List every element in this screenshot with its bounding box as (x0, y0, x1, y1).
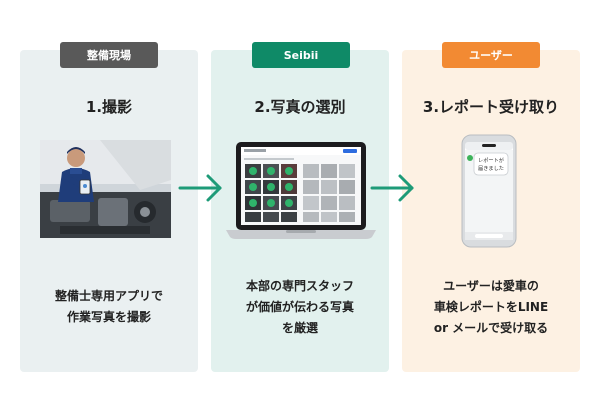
step-1-desc-line: 作業写真を撮影 (66, 310, 151, 324)
step-1-description: 整備士専用アプリで 作業写真を撮影 (20, 286, 198, 328)
step-2-badge: Seibii (252, 42, 350, 68)
step-3-title: 3.レポート受け取り (422, 98, 560, 116)
step-3-description: ユーザーは愛車の 車検レポートをLINE or メールで受け取る (402, 276, 580, 339)
flow-arrow-2 (370, 172, 416, 204)
smartphone-illustration: レポートが 届きました (461, 134, 517, 248)
step-3-desc-line: 車検レポートをLINE (433, 300, 549, 314)
step-3-badge: ユーザー (442, 42, 540, 68)
chat-bubble-line-2: 届きました (478, 165, 504, 172)
step-2-desc-line: が価値が伝わる写真 (245, 300, 354, 314)
step-2-title: 2.写真の選別 (254, 98, 346, 116)
step-1-title: 1.撮影 (85, 98, 133, 116)
step-1-desc-line: 整備士専用アプリで (54, 289, 163, 303)
step-2-description: 本部の専門スタッフ が価値が伝わる写真 を厳選 (211, 276, 389, 339)
flow-arrow-1 (178, 172, 224, 204)
chat-bubble-line-1: レポートが (478, 156, 505, 164)
mechanic-photo (40, 140, 171, 238)
step-3-desc-line: ユーザーは愛車の (443, 279, 539, 293)
step-2-desc-line: を厳選 (281, 321, 318, 335)
step-1-badge: 整備現場 (60, 42, 158, 68)
step-2-desc-line: 本部の専門スタッフ (245, 279, 354, 293)
step-3-desc-line: or メールで受け取る (433, 321, 549, 335)
laptop-illustration (224, 140, 378, 240)
